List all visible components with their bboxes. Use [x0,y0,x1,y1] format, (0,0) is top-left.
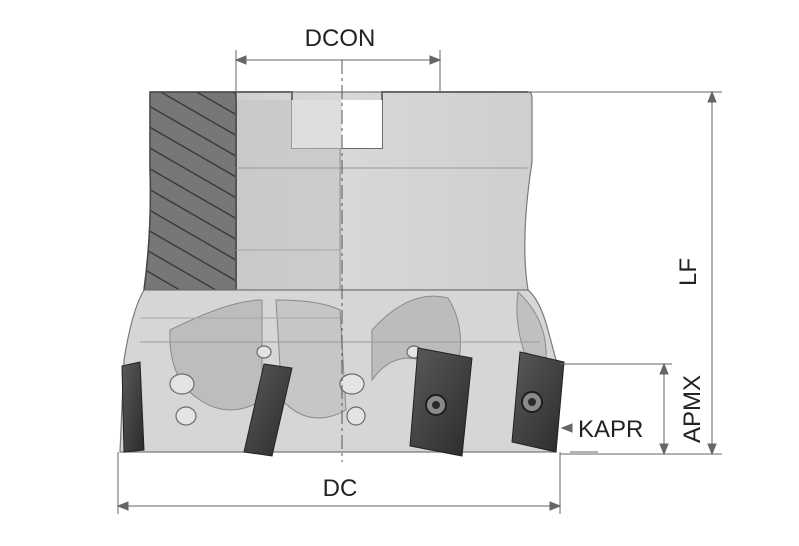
chip-pocket-2 [275,299,347,419]
dimension-lines [116,50,722,514]
cutter-body [119,60,565,462]
kapr-label: KAPR [578,416,643,443]
dcon-label: DCON [305,25,376,52]
inserts [121,347,565,457]
section-hatch [143,91,237,291]
apmx-label: APMX [679,375,706,443]
insert-2 [243,363,293,457]
dc-label: DC [323,475,358,502]
lf-label: LF [675,258,702,286]
insert-1 [121,361,145,453]
